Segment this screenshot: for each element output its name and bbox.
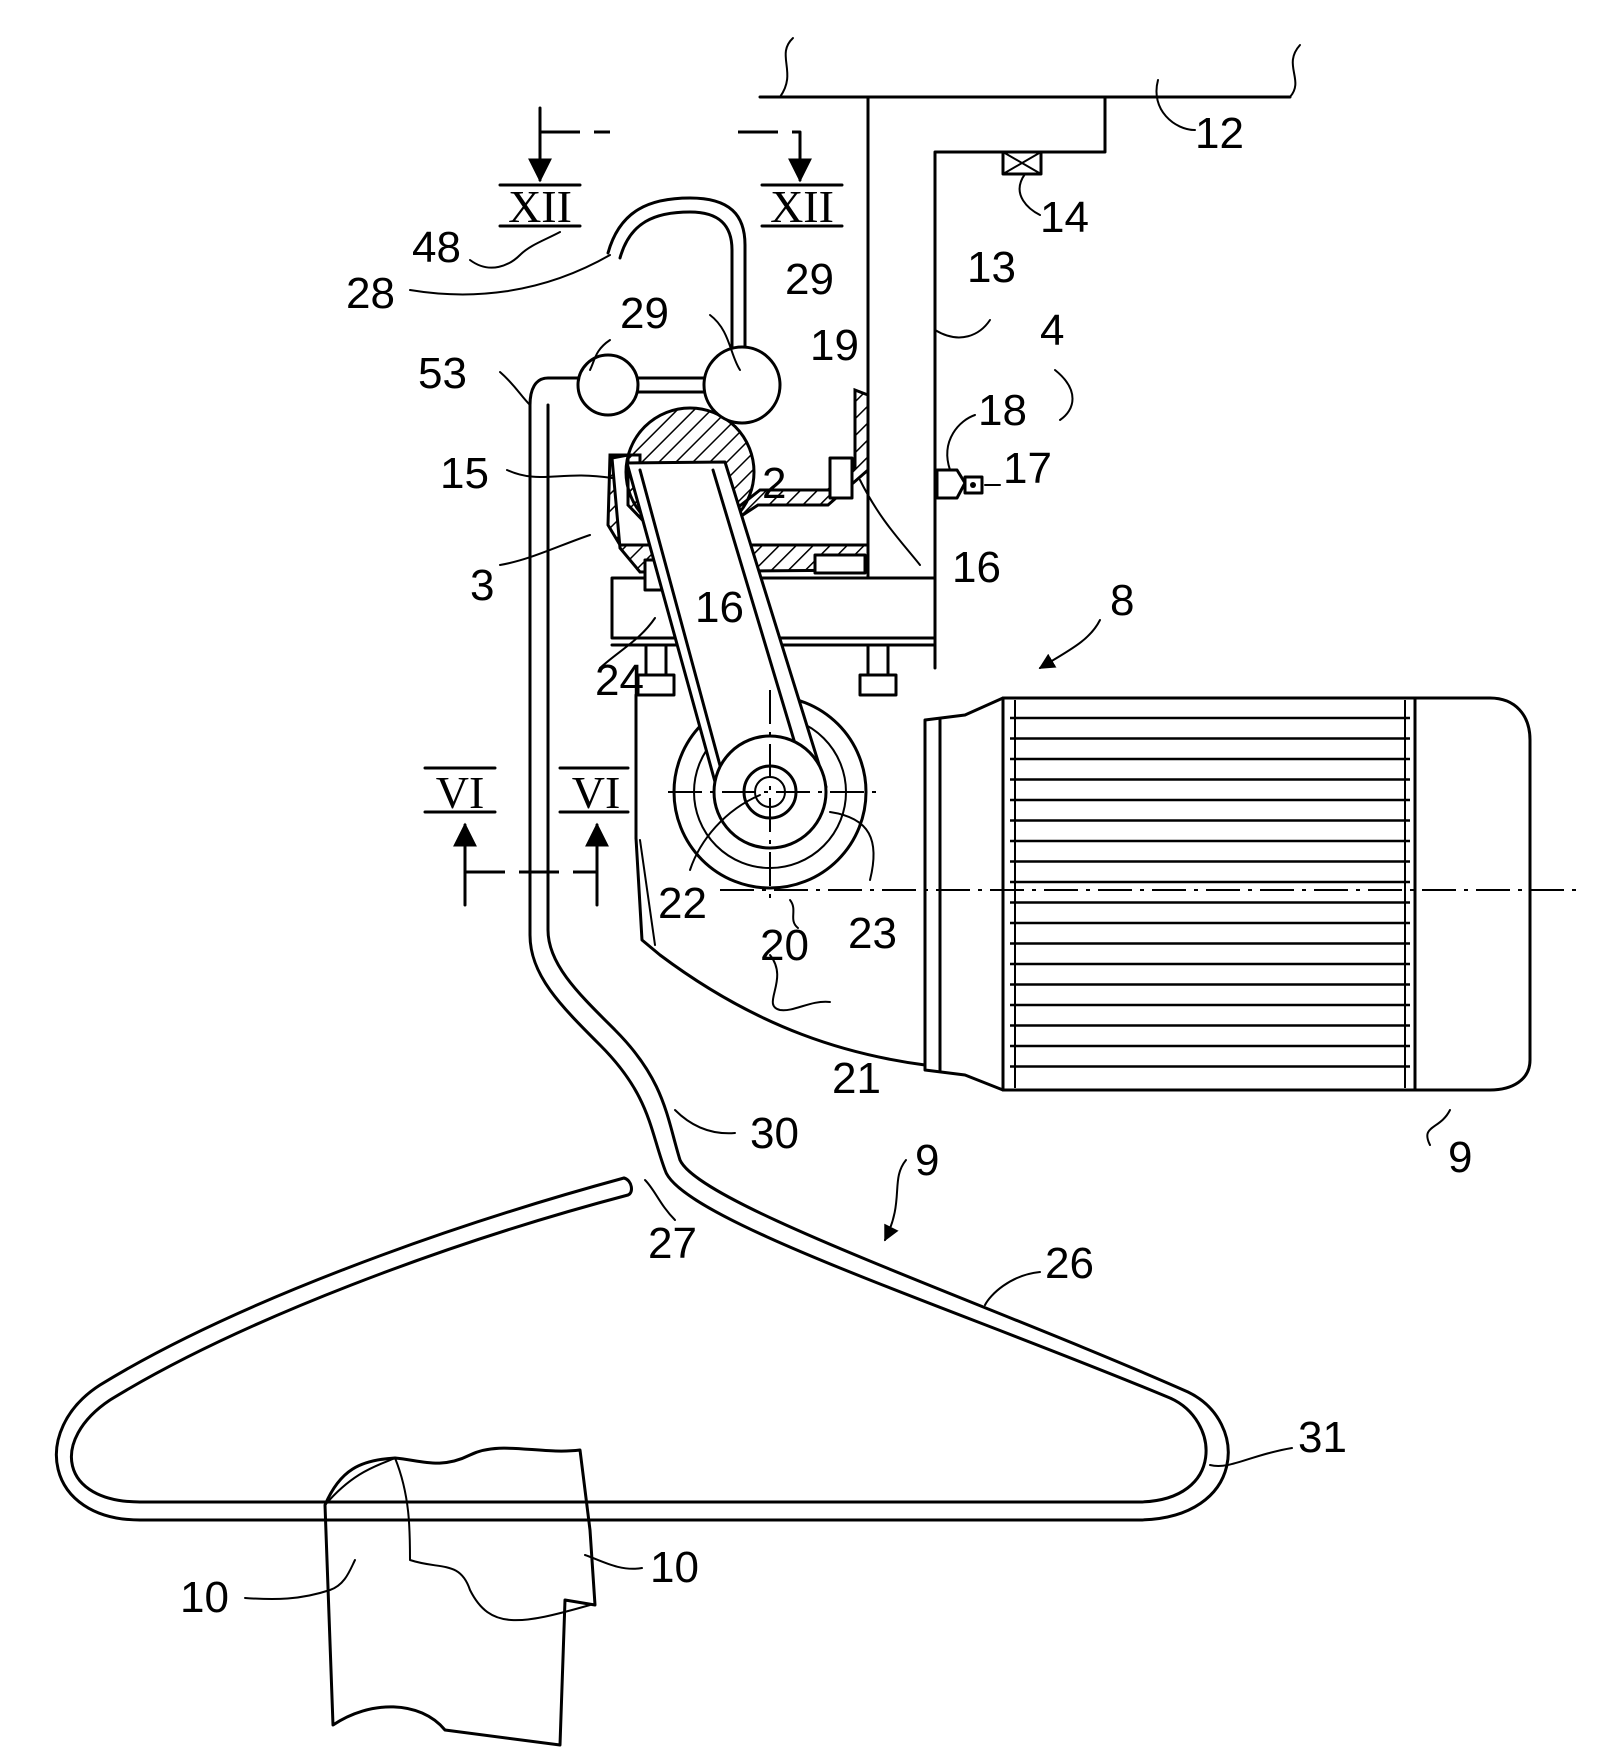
ref-31: 31 [1298,1413,1347,1462]
ref-22: 22 [658,879,707,928]
ref-10-left: 10 [180,1573,229,1622]
guide-roller-29-right [704,347,780,423]
section-label-xii-right: XII [770,181,834,232]
section-vi-marker: VI VI [425,767,628,905]
ref-2: 2 [762,459,786,508]
ref-15: 15 [440,449,489,498]
ref-13: 13 [967,243,1016,292]
guide-roller-29-left [578,355,638,415]
ref-29-left: 29 [620,289,669,338]
section-label-vi-left: VI [436,767,485,818]
ref-28: 28 [346,269,395,318]
garment-10 [140,1448,1140,1745]
ref-24: 24 [595,656,644,705]
ref-16-right: 16 [952,543,1001,592]
ref-3: 3 [470,561,494,610]
section-label-xii-left: XII [508,181,572,232]
ref-9-motor: 9 [1448,1133,1472,1182]
screw-17 [937,470,982,498]
ref-30: 30 [750,1109,799,1158]
ref-9-hanger: 9 [915,1136,939,1185]
ref-17: 17 [1003,444,1052,493]
ref-23: 23 [848,909,897,958]
ref-12: 12 [1195,109,1244,158]
ref-29-right: 29 [785,255,834,304]
ref-20: 20 [760,921,809,970]
ref-53: 53 [418,349,467,398]
ref-19: 19 [810,321,859,370]
ref-16-left: 16 [695,583,744,632]
ref-14: 14 [1040,193,1089,242]
ref-18: 18 [978,386,1027,435]
ref-26: 26 [1045,1239,1094,1288]
ref-10-right: 10 [650,1543,699,1592]
ref-4: 4 [1040,306,1064,355]
section-label-vi-right: VI [572,767,621,818]
ref-48: 48 [412,223,461,272]
ref-21: 21 [832,1054,881,1103]
ref-8: 8 [1110,576,1134,625]
ceiling-frame [760,38,1300,97]
ref-27: 27 [648,1219,697,1268]
